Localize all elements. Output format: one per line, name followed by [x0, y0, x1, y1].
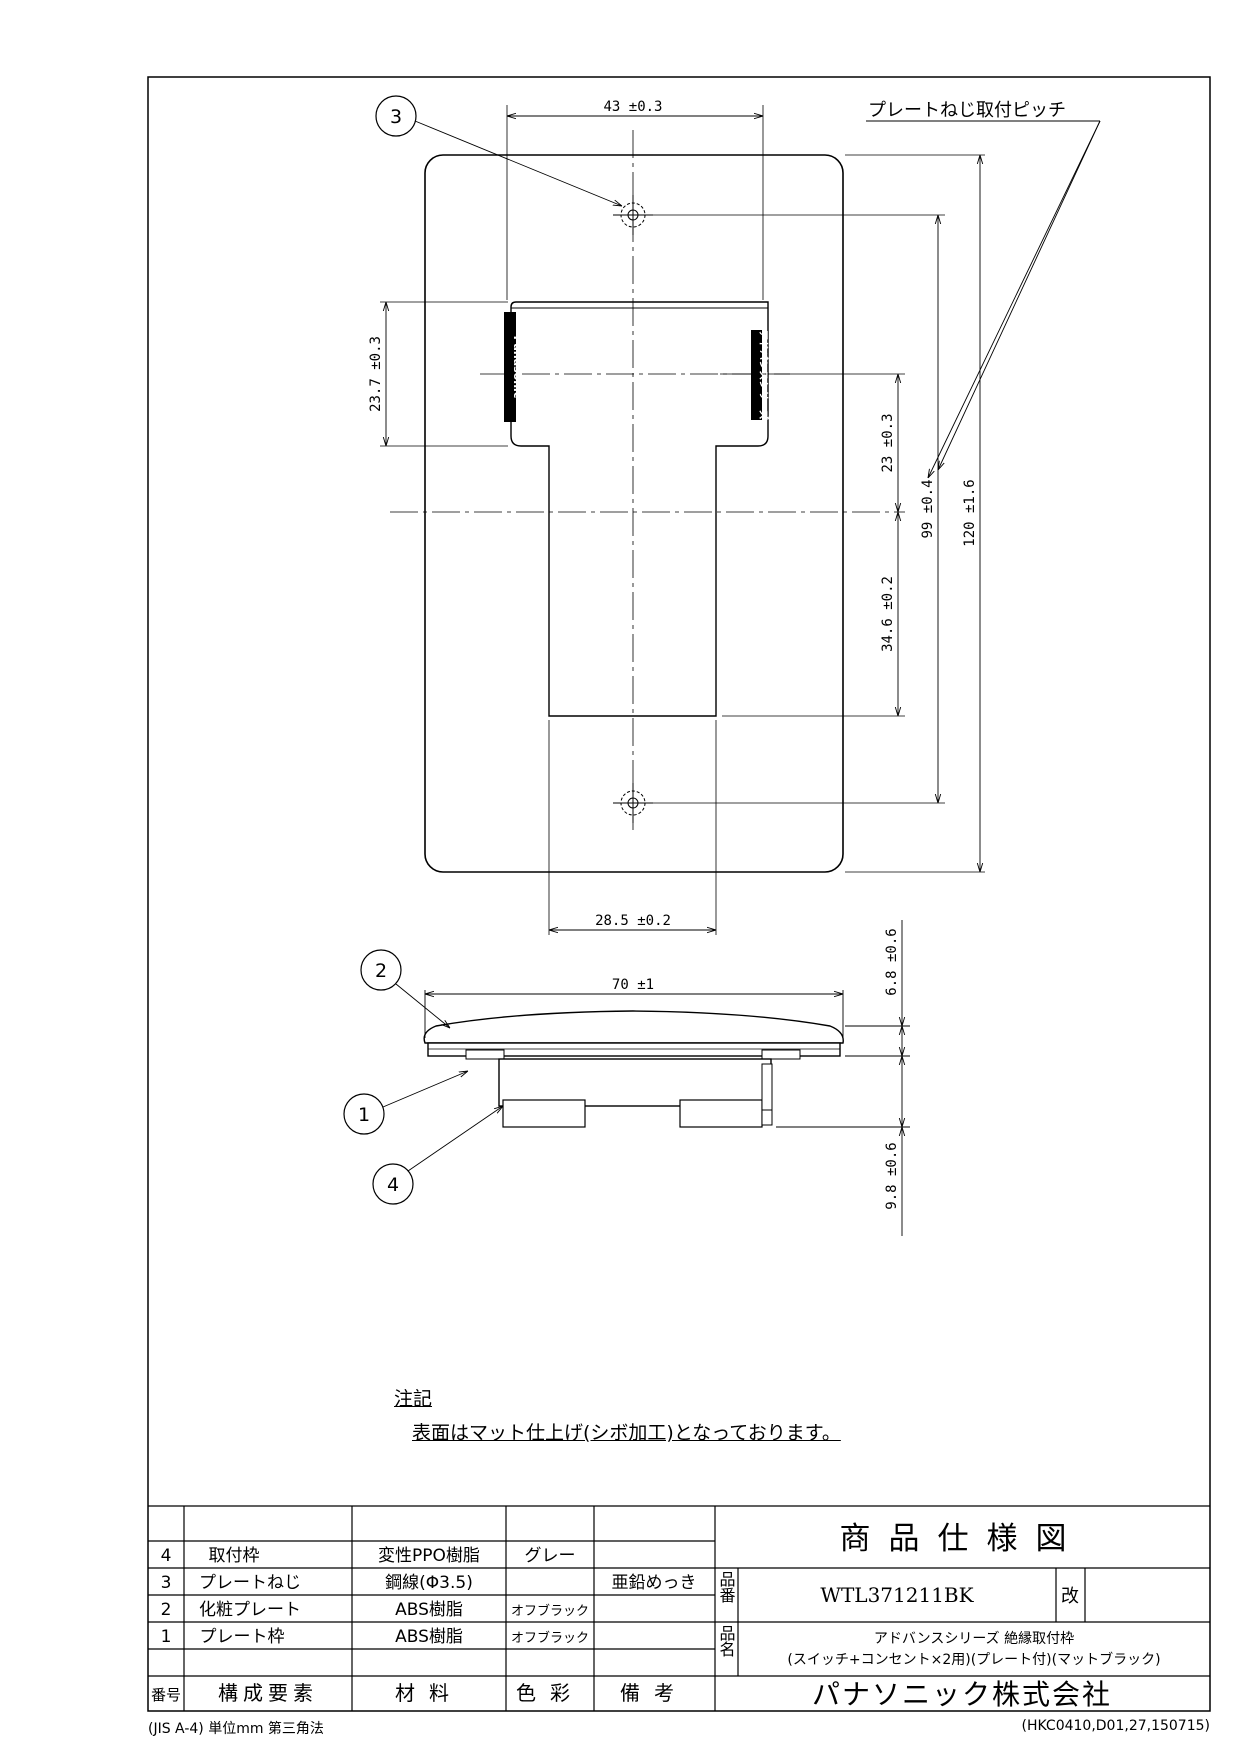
- dim-upper-to-center: 23 ±0.3: [880, 413, 896, 472]
- dim-screw-pitch-width: 43 ±0.3: [603, 99, 662, 115]
- parts-table: [148, 1505, 1210, 1711]
- frame-mark-right: アドバンスシリーズ: [757, 330, 770, 420]
- row-4-material: 変性PPO樹脂: [378, 1546, 480, 1566]
- dim-screw-pitch-height: 99 ±0.4: [920, 479, 936, 538]
- part-no-value: WTL371211BK: [820, 1583, 974, 1607]
- screw-pitch-leader-2: [928, 120, 1101, 478]
- dim-lower-to-center: 34.6 ±0.2: [880, 576, 896, 652]
- note-body: 表面はマット仕上げ(シボ加工)となっております。: [412, 1422, 841, 1444]
- row-4-color: グレー: [525, 1546, 576, 1566]
- screw-pitch-leader-1: [938, 120, 1101, 470]
- top-screw: [613, 195, 653, 235]
- balloon-3: 3: [375, 95, 622, 206]
- svg-text:1: 1: [358, 1104, 370, 1126]
- row-4-name: 取付枠: [209, 1546, 260, 1566]
- header-component: 構成要素: [218, 1681, 318, 1705]
- row-3-name: プレートねじ: [199, 1573, 301, 1593]
- front-view: [380, 105, 985, 935]
- title-block-title: 商品仕様図: [840, 1521, 1085, 1557]
- balloon-1: 1: [343, 1071, 468, 1135]
- row-4-no: 4: [161, 1546, 172, 1566]
- header-no: 番号: [151, 1686, 181, 1704]
- frame-mark-left: Panasonic: [511, 336, 524, 399]
- row-3-no: 3: [161, 1573, 172, 1593]
- row-3-material: 鋼線(Φ3.5): [385, 1573, 473, 1593]
- svg-text:4: 4: [387, 1174, 399, 1196]
- product-name-line2: (スイッチ+コンセント×2用)(プレート付)(マットブラック): [787, 1651, 1160, 1668]
- row-2-color: オフブラック: [511, 1603, 589, 1619]
- company-name: パナソニック株式会社: [812, 1678, 1112, 1711]
- row-1-name: プレート枠: [200, 1627, 285, 1647]
- row-2-name: 化粧プレート: [199, 1600, 301, 1620]
- footer-left: (JIS A-4) 単位mm 第三角法: [148, 1721, 324, 1737]
- product-name-line1: アドバンスシリーズ 絶縁取付枠: [874, 1631, 1074, 1647]
- balloon-4: 4: [372, 1106, 503, 1205]
- side-view: [423, 1010, 844, 1128]
- dim-overall-width: 70 ±1: [612, 977, 654, 993]
- plate-frame-profile: [427, 1042, 841, 1057]
- dim-overall-height: 120 ±1.6: [962, 479, 978, 546]
- revision-label: 改: [1061, 1586, 1079, 1607]
- dim-plate-thickness: 6.8 ±0.6: [884, 928, 900, 995]
- svg-text:3: 3: [390, 106, 402, 128]
- header-material: 材料: [395, 1681, 463, 1705]
- header-color: 色彩: [516, 1681, 584, 1705]
- row-1-color: オフブラック: [511, 1630, 589, 1646]
- sheet-border: [147, 76, 1211, 1712]
- balloon-2: 2: [360, 949, 450, 1028]
- opening-outline: [510, 301, 769, 717]
- row-2-material: ABS樹脂: [395, 1600, 463, 1620]
- row-3-remarks: 亜鉛めっき: [612, 1573, 697, 1593]
- note-heading: 注記: [394, 1388, 433, 1410]
- dim-lower-opening-width: 28.5 ±0.2: [595, 913, 671, 929]
- screw-pitch-label: プレートねじ取付ピッチ: [868, 100, 1066, 121]
- row-1-no: 1: [161, 1627, 172, 1647]
- dim-frame-depth: 9.8 ±0.6: [884, 1142, 900, 1209]
- footer-right: (HKC0410,D01,27,150715): [1021, 1718, 1210, 1734]
- row-1-material: ABS樹脂: [395, 1627, 463, 1647]
- part-no-label: 品番: [717, 1571, 736, 1603]
- row-2-no: 2: [161, 1600, 172, 1620]
- mounting-frame-profile: [498, 1058, 772, 1107]
- plate-outline: [424, 154, 844, 873]
- bottom-screw: [613, 783, 653, 823]
- svg-text:2: 2: [375, 960, 387, 982]
- dim-opening-height: 23.7 ±0.3: [368, 336, 384, 412]
- header-remarks: 備考: [620, 1681, 688, 1705]
- decorative-plate-profile: [423, 1010, 844, 1044]
- product-name-label: 品名: [717, 1625, 736, 1657]
